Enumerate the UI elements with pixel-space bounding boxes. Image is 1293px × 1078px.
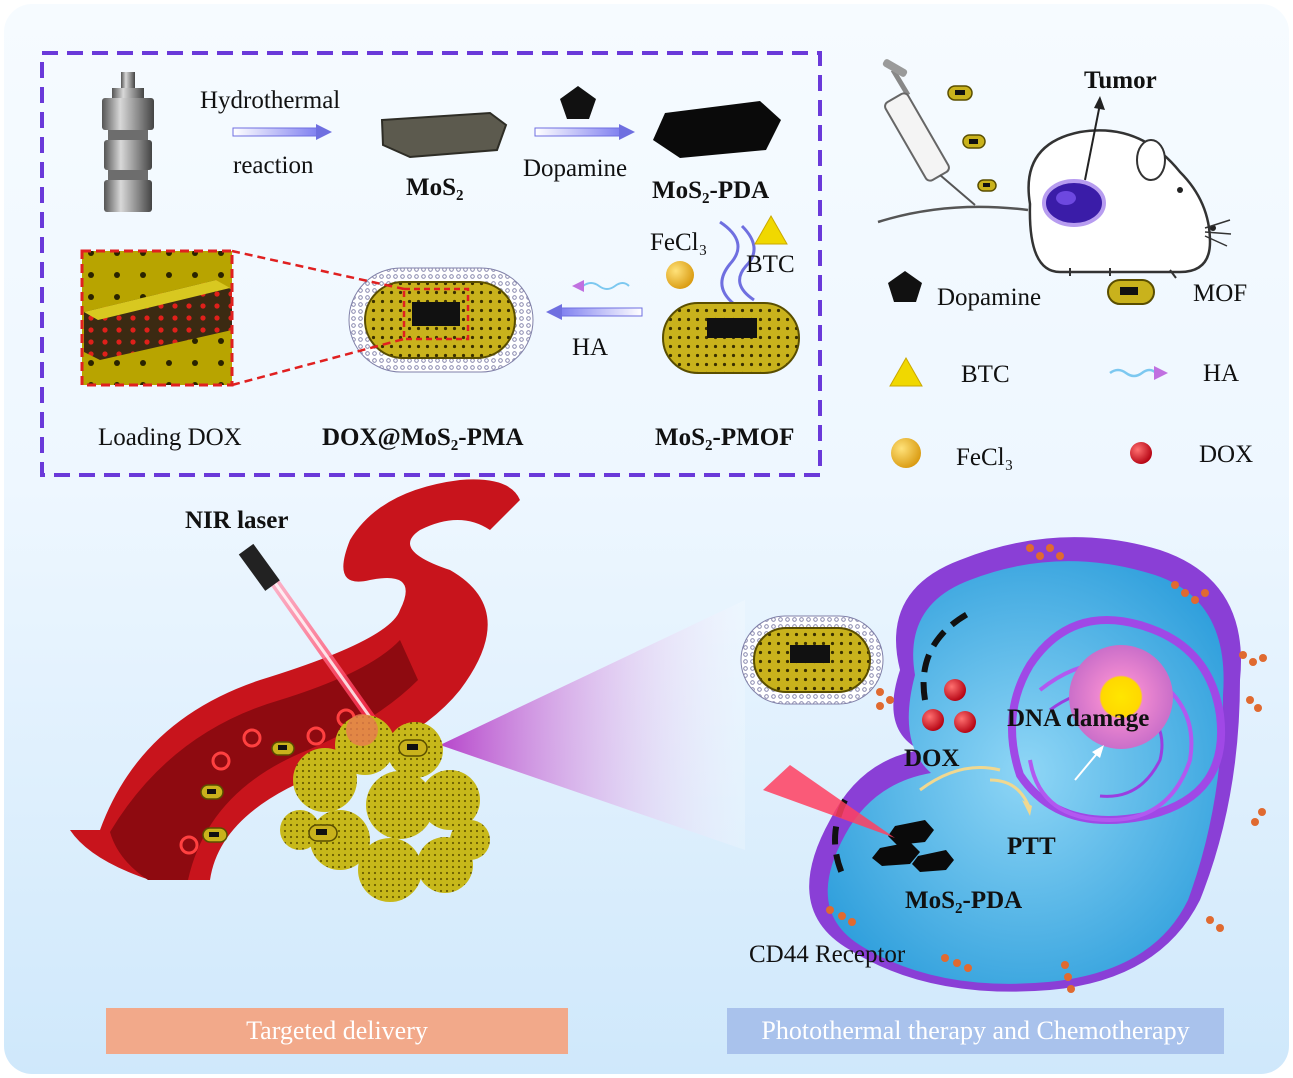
label-ptt: PTT bbox=[1007, 833, 1056, 860]
cancer-cell-illustration bbox=[809, 537, 1241, 992]
label-nir-laser: NIR laser bbox=[185, 507, 289, 534]
legend-ha-icon bbox=[1109, 366, 1168, 380]
reaction-curl-arrows bbox=[719, 220, 756, 306]
magnify-cone bbox=[440, 600, 745, 850]
legend-mof-icon bbox=[1107, 279, 1155, 305]
dopamine-pentagon-icon bbox=[560, 86, 596, 119]
fecl3-ball-icon bbox=[666, 261, 694, 289]
legend-ha-label: HA bbox=[1203, 360, 1240, 387]
label-mos2: MoS₂ bbox=[406, 174, 464, 201]
zoom-line-top bbox=[231, 249, 405, 291]
legend-btc-label: BTC bbox=[961, 361, 1010, 388]
mos2-pda-sheet-icon bbox=[653, 101, 781, 158]
cell-dox-particles bbox=[922, 679, 976, 733]
label-mos2-pda: MoS₂-PDA bbox=[652, 177, 770, 204]
mos2-pmof-capsule-icon bbox=[662, 302, 800, 374]
blood-vessel-illustration bbox=[70, 479, 520, 880]
arrow-dopamine bbox=[534, 124, 635, 140]
tumor-cluster-illustration bbox=[280, 714, 490, 902]
legend-fecl3-label: FeCl₃ bbox=[956, 444, 1014, 471]
mos2-sheet-icon bbox=[380, 111, 508, 159]
ptt-laser-beam bbox=[763, 765, 895, 838]
label-loading-dox: Loading DOX bbox=[98, 424, 242, 451]
synthesis-frame bbox=[40, 51, 822, 477]
label-dopamine-arrow: Dopamine bbox=[523, 155, 628, 182]
label-ha-arrow: HA bbox=[572, 334, 609, 361]
autoclave-icon bbox=[102, 72, 154, 212]
legend-dox-label: DOX bbox=[1199, 441, 1254, 468]
cd44-receptors bbox=[826, 544, 1267, 993]
targeted-delivery-label: Targeted delivery bbox=[246, 1016, 428, 1045]
dox-mos2-pma-capsule-icon bbox=[348, 267, 534, 373]
label-reaction: reaction bbox=[233, 152, 314, 179]
loading-dox-zoom-inset bbox=[80, 249, 234, 387]
legend-mof-label: MOF bbox=[1193, 280, 1248, 307]
label-mos2-pmof: MoS₂-PMOF bbox=[655, 424, 795, 451]
legend-btc-icon bbox=[889, 356, 923, 387]
arrow-hydrothermal bbox=[232, 124, 332, 140]
injected-mof-icons bbox=[947, 85, 997, 192]
label-cell-dox: DOX bbox=[904, 745, 960, 772]
label-tumor: Tumor bbox=[1084, 67, 1157, 94]
label-hydrothermal: Hydrothermal bbox=[200, 87, 341, 114]
label-cell-mos2-pda: MoS₂-PDA bbox=[905, 887, 1023, 914]
legend-dopamine-icon bbox=[888, 271, 922, 302]
legend-dox-icon bbox=[1130, 442, 1152, 464]
label-cd44-receptor: CD44 Receptor bbox=[749, 941, 906, 968]
mouse-illustration bbox=[877, 96, 1232, 279]
zoom-line-bottom bbox=[231, 337, 405, 387]
label-btc: BTC bbox=[746, 251, 795, 278]
therapy-label: Photothermal therapy and Chemotherapy bbox=[761, 1016, 1190, 1045]
cell-entering-capsule-icon bbox=[740, 615, 884, 705]
btc-triangle-icon bbox=[754, 214, 788, 245]
nir-laser-icon bbox=[238, 543, 377, 725]
legend-dopamine-label: Dopamine bbox=[937, 284, 1042, 311]
syringe-icon bbox=[882, 59, 976, 206]
label-dna-damage: DNA damage bbox=[1007, 705, 1150, 732]
label-dox-mos2-pma: DOX@MoS₂-PMA bbox=[322, 424, 524, 451]
targeted-delivery-bar bbox=[106, 1008, 568, 1054]
therapy-bar bbox=[727, 1008, 1224, 1054]
legend-fecl3-icon bbox=[891, 438, 921, 468]
label-fecl3: FeCl₃ bbox=[650, 229, 708, 256]
cell-mos2-pda-sheets bbox=[872, 820, 954, 872]
arrow-ha bbox=[546, 280, 643, 320]
